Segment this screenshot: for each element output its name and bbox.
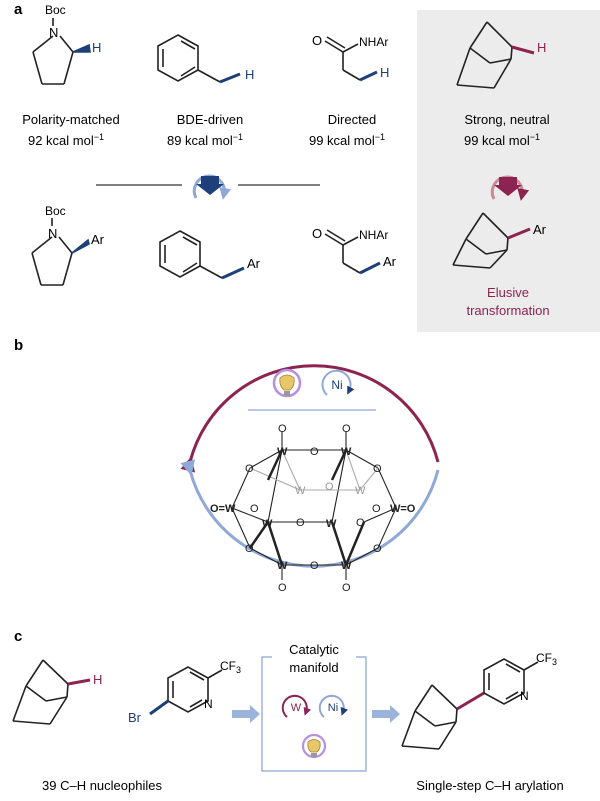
norbornane-nucleophile [12,659,91,725]
panel-c-letter: c [14,628,22,645]
o-atom-label: O [372,503,381,515]
ar-label: Ar [383,254,397,269]
w-atom-label: W [326,518,337,530]
w-atom-label: W [262,518,273,530]
elusive-label: transformation [466,303,549,318]
light-bulb-icon [301,733,327,759]
amide-product [324,229,381,275]
nickel-catalyst-icon: Ni [318,694,349,718]
o-atom-label: O [373,543,382,555]
manifold-title: manifold [289,660,338,675]
panel-a-letter: a [14,1,23,18]
oxidative-cycle-arc [180,364,440,473]
category-label: Polarity-matched [22,112,120,127]
elusive-label: Elusive [487,285,529,300]
nhar-label: NHAr [359,228,388,242]
ni-label: Ni [328,702,338,714]
boc-pyrrolidine-product [31,218,90,286]
arylated-norbornane-product [401,658,539,750]
bde-value: 99 kcal mol−1 [309,132,385,148]
o-atom-label: O [245,463,254,475]
ar-label: Ar [247,256,261,271]
amide-substrate [324,36,378,82]
nucleophiles-caption: 39 C–H nucleophiles [42,778,162,793]
n-atom-label: N [520,689,529,703]
category-label: Strong, neutral [464,112,549,127]
strong-neutral-highlight-panel [417,10,600,332]
o-atom-label: O [356,517,365,529]
elusive-cycle-arrow-icon [490,175,530,201]
forward-arrow-icon [232,705,260,723]
o-atom-label: O [325,481,334,493]
panel-a: a Boc N H H [14,1,600,332]
h-atom-label: H [92,40,101,55]
o-atom-label: O [342,582,351,594]
nhar-label: NHAr [359,35,388,49]
category-label: Directed [328,112,376,127]
o-atom-label: O [296,517,305,529]
o-atom-label: O [250,503,259,515]
benzyl-product [159,230,245,280]
w-atom-label: W [355,485,366,497]
reductive-cycle-arc [180,459,440,568]
boc-label: Boc [45,3,66,17]
br-label: Br [128,710,142,725]
light-bulb-icon [272,368,302,398]
manifold-title: Catalytic [289,642,339,657]
cf3-label: CF3 [220,659,241,675]
o-atom-label: O [373,463,382,475]
o-atom-label: O [342,423,351,435]
w-atom-label: W [295,485,306,497]
ni-label: Ni [331,378,342,392]
n-atom-label: N [204,697,213,711]
category-label: BDE-driven [177,112,243,127]
panel-c: c H CF3 N Br Catalytic [12,628,564,793]
o-atom-label: O [278,582,287,594]
h-atom-label: H [245,67,254,82]
w-atom-label: W [277,446,288,458]
panel-b: b Ni [14,337,440,594]
catalytic-cycle-arrow-icon [192,174,232,200]
forward-arrow-icon [372,705,400,723]
w-atom-label: W [277,560,288,572]
n-atom-label: N [48,226,57,241]
o-atom-label: O [312,226,322,241]
boc-pyrrolidine-substrate [32,18,91,85]
h-atom-label: H [380,65,389,80]
norbornane-substrate [456,21,535,89]
decatungstate-cluster [231,432,397,580]
h-atom-label: H [537,40,546,55]
nickel-catalyst-icon: Ni [321,369,355,396]
h-atom-label: H [93,672,102,687]
bde-value: 99 kcal mol−1 [464,132,540,148]
cf3-label: CF3 [536,651,557,667]
o-atom-label: O [310,446,319,458]
cluster-atom-labels: O O W W O O O W W O O=W W=O O O W W O O … [210,423,416,594]
w-label: W [291,702,302,714]
arylation-caption: Single-step C–H arylation [416,778,563,793]
ar-label: Ar [533,222,547,237]
o-atom-label: O [245,543,254,555]
terminal-oxo-label: O=W [210,503,236,515]
toluene-substrate [157,34,241,84]
bromopyridine-electrophile [149,666,223,716]
ar-label: Ar [91,232,105,247]
w-atom-label: W [341,446,352,458]
o-atom-label: O [312,33,322,48]
o-atom-label: O [278,423,287,435]
panel-b-letter: b [14,337,23,354]
bde-value: 89 kcal mol−1 [167,132,243,148]
tungsten-catalyst-icon: W [281,694,312,718]
norbornane-product [452,212,531,269]
terminal-oxo-label: W=O [390,503,416,515]
w-atom-label: W [341,560,352,572]
n-atom-label: N [49,25,58,40]
boc-label: Boc [45,204,66,218]
o-atom-label: O [310,560,319,572]
bde-value: 92 kcal mol−1 [28,132,104,148]
